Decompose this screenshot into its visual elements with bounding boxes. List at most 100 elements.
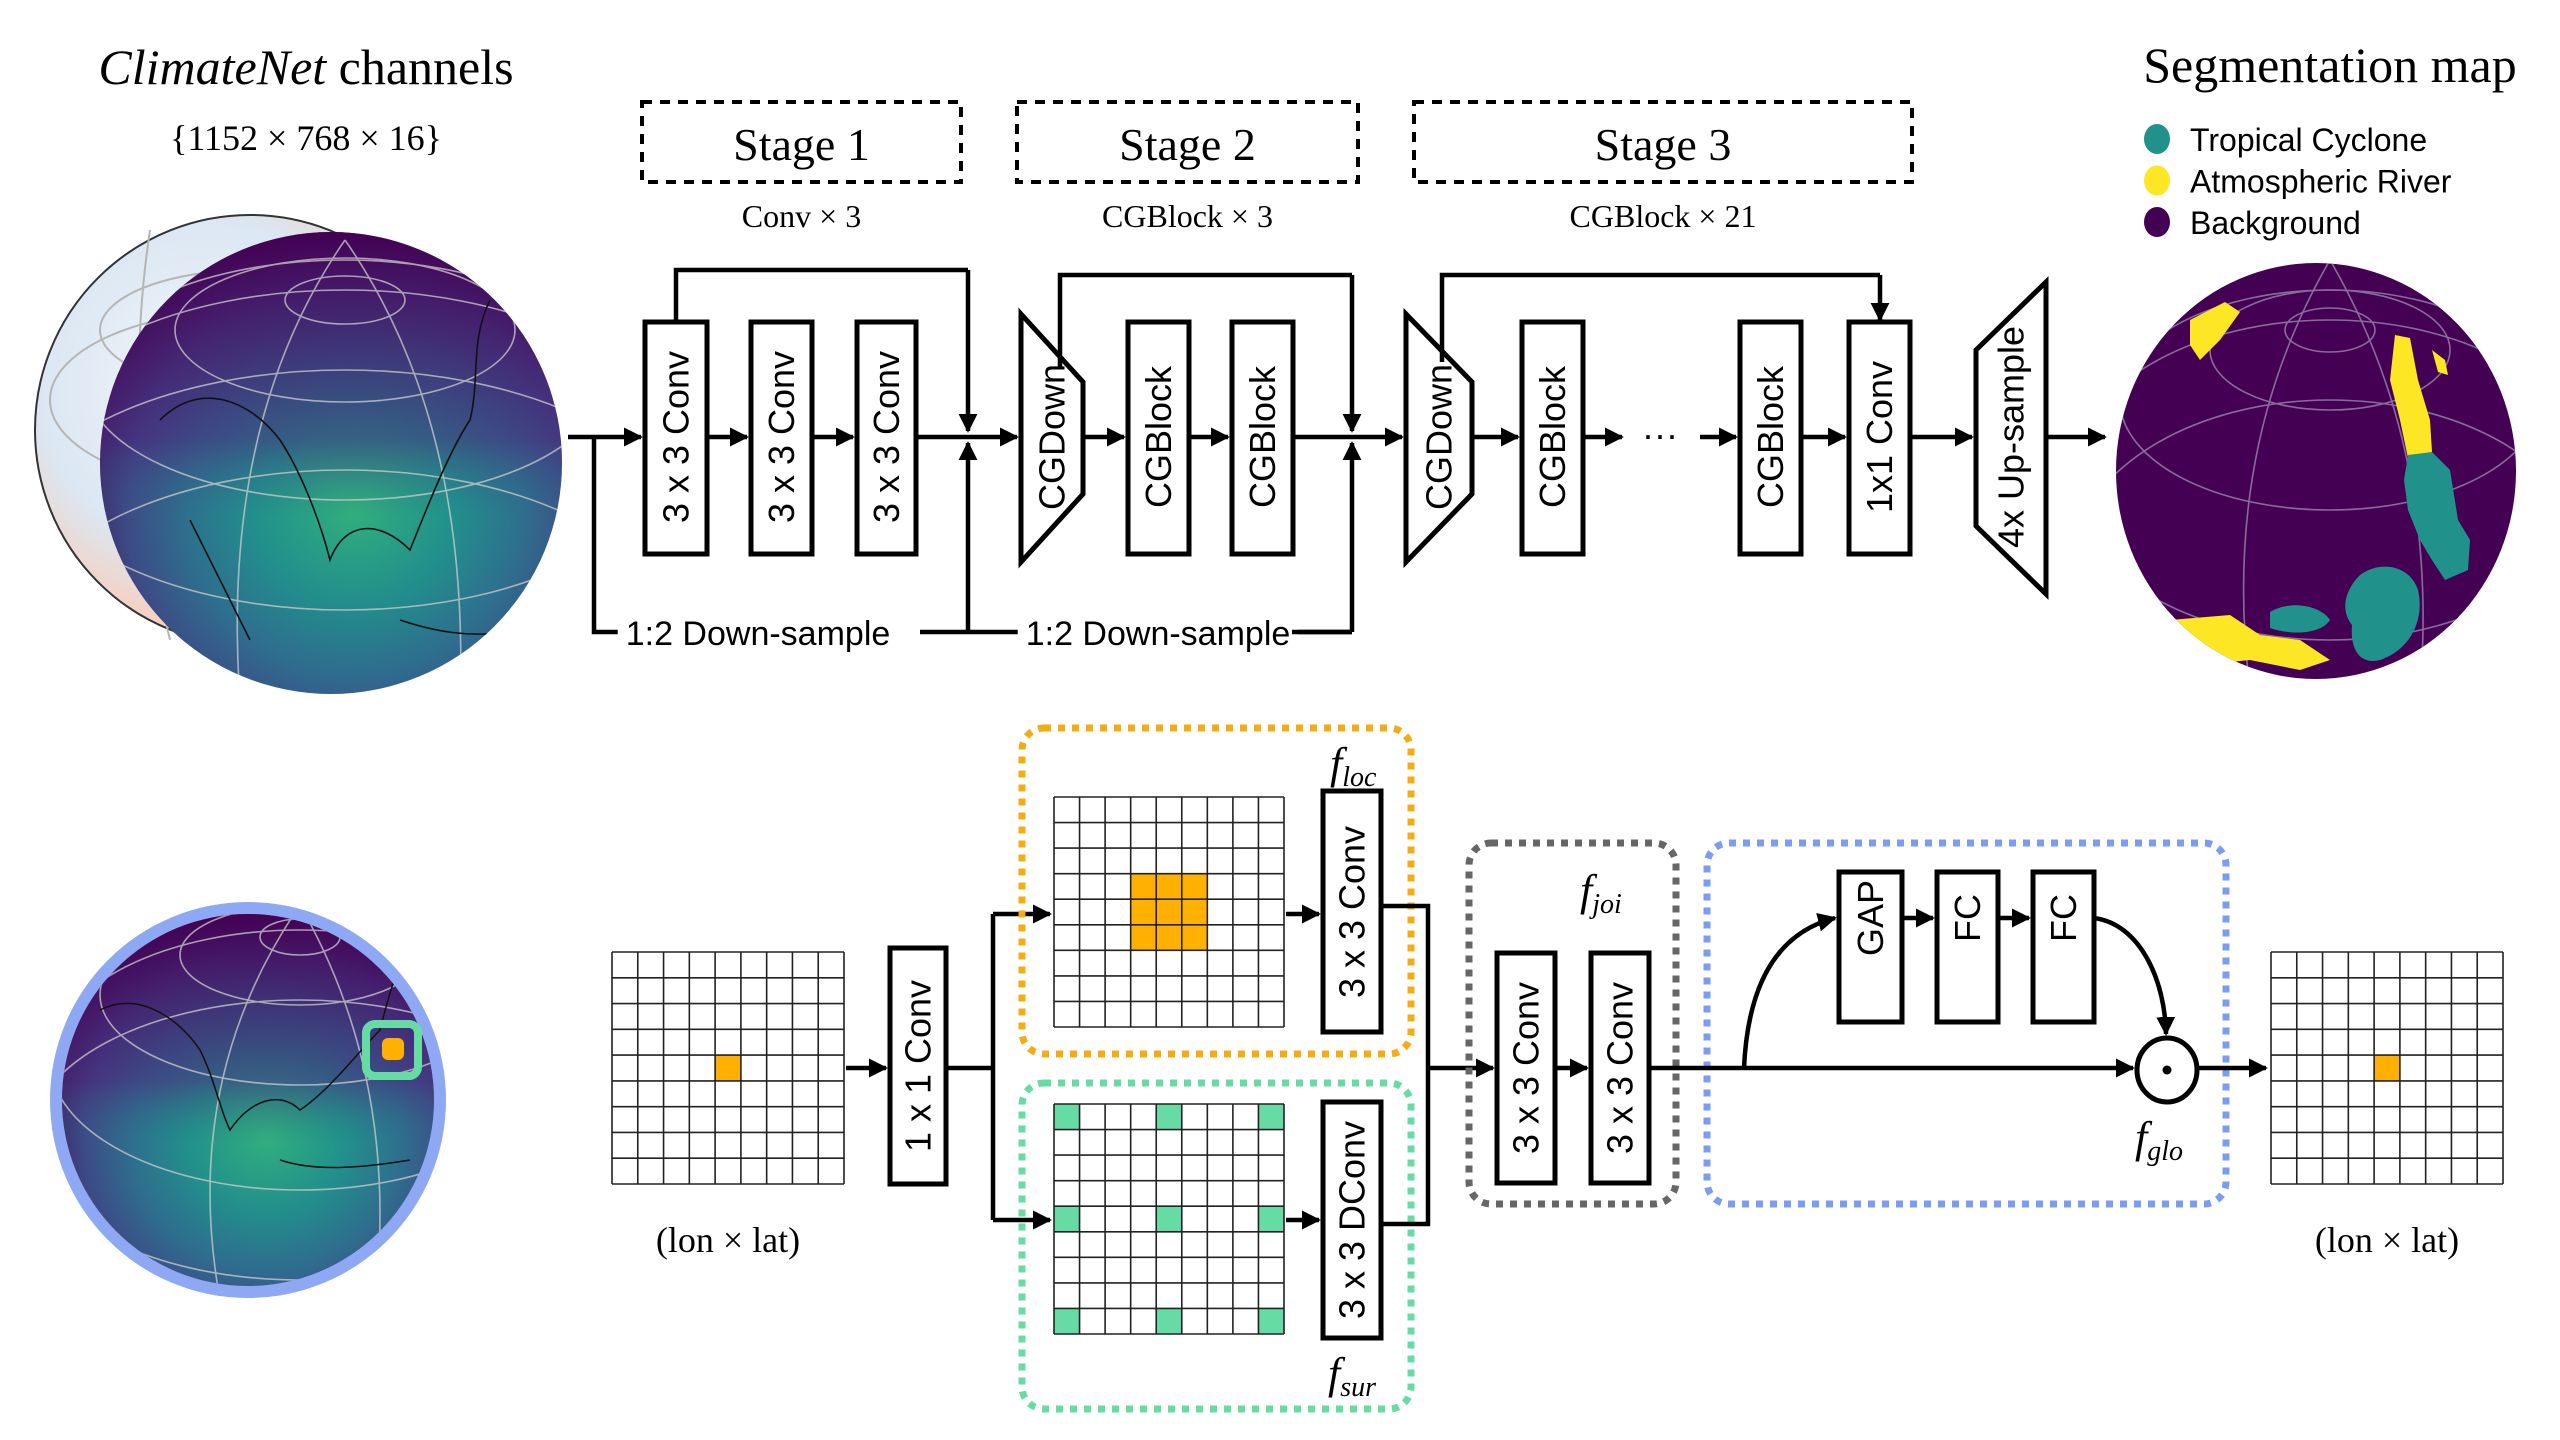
4x-up-sample-block-label: 4x Up-sample <box>1991 326 2032 548</box>
center-pixel-marker <box>382 1038 404 1060</box>
highlighted-cell <box>1156 1308 1182 1334</box>
highlighted-cell <box>1258 1206 1284 1232</box>
cgdown-block <box>1018 307 1086 569</box>
gap-label: GAP <box>1850 880 1891 956</box>
3-x-3-conv-block-label: 3 x 3 Conv <box>761 351 802 523</box>
highlighted-cell <box>1156 1104 1182 1130</box>
input-feature-grid <box>611 951 845 1185</box>
highlighted-cell <box>1130 899 1157 925</box>
stage-box-1 <box>640 100 963 184</box>
label-background <box>1017 615 1299 653</box>
f-loc-label: floc <box>1330 739 1377 793</box>
cgdown-block-label: CGDown <box>1032 364 1073 510</box>
joi-conv-label: 3 x 3 Conv <box>1600 982 1641 1154</box>
cgblock-block-label: CGBlock <box>1532 365 1573 508</box>
tropical-cyclone-region <box>2404 452 2470 580</box>
gap-branch-arrow <box>1741 913 1837 1069</box>
segmentation-globe <box>2116 263 2516 679</box>
output-title: Segmentation map <box>2143 37 2517 93</box>
highlighted-cell <box>1156 1206 1182 1232</box>
1x1-conv-block-label: 1x1 Conv <box>1859 361 1900 513</box>
highlighted-cell <box>1181 873 1208 900</box>
f-loc-box <box>1018 724 1415 1058</box>
product-dot <box>2162 1065 2172 1075</box>
3-x-3-conv-block <box>748 319 815 557</box>
joi-conv-block-2 <box>1588 950 1652 1186</box>
tropical-cyclone-region <box>2345 566 2420 661</box>
3-x-3-conv-block-label: 3 x 3 Conv <box>656 351 697 523</box>
downsample-label-1: 1:2 Down-sample <box>626 615 891 653</box>
stage-label-2: Stage 2 <box>1119 119 1256 170</box>
input-dims: {1152 × 768 × 16} <box>170 118 442 158</box>
ellipsis: ··· <box>1642 414 1678 455</box>
fc-label: FC <box>2043 894 2084 942</box>
atmospheric-river-region <box>2390 335 2432 458</box>
3-x-3-conv-block <box>642 319 710 557</box>
stage-box-2 <box>1015 100 1360 184</box>
fc-label: FC <box>1947 894 1988 942</box>
input-grid-label: (lon × lat) <box>656 1220 800 1260</box>
connector-line <box>1439 272 1880 362</box>
stage-label-3: Stage 3 <box>1595 119 1732 170</box>
highlighted-cell <box>1258 1308 1284 1334</box>
4x-up-sample-block <box>1973 276 2049 600</box>
output-feature-grid <box>2270 951 2504 1185</box>
stage-label-1: Stage 1 <box>733 119 870 170</box>
loc-conv-label: 3 x 3 Conv <box>1332 826 1373 998</box>
f-joi-label: fjoi <box>1580 866 1622 920</box>
f-glo-label: fglo <box>2135 1113 2183 1167</box>
cgblock-detail: (lon × lat) 1 x 1 Conv 3 x 3 Conv floc 3 x 3… <box>611 724 2504 1413</box>
input-globe-stack <box>34 214 562 694</box>
stage-box-3 <box>1412 100 1914 184</box>
legend-swatch-tropical-cyclone <box>2144 124 2170 154</box>
stage-headers: Stage 1 Conv × 3 Stage 2 CGBlock × 3 Stage 3… <box>640 100 1914 234</box>
highlighted-cell <box>1130 924 1157 951</box>
3-x-3-conv-block <box>854 319 919 557</box>
highlighted-cell <box>1181 899 1208 925</box>
conv1x1-label: 1 x 1 Conv <box>898 980 939 1152</box>
atmospheric-river-region <box>2190 302 2240 360</box>
highlight-globe <box>50 902 446 1298</box>
f-sur-label: fsur <box>1328 1349 1376 1403</box>
cgblock-block-label: CGBlock <box>1750 365 1791 508</box>
highlighted-cell <box>1156 899 1182 925</box>
downsample-label-2: 1:2 Down-sample <box>1026 615 1291 653</box>
output-grid-label: (lon × lat) <box>2315 1220 2459 1260</box>
stage-sub-1: Conv × 3 <box>742 198 861 234</box>
highlighted-cell <box>1181 924 1208 951</box>
sur-dconv-block <box>1320 1099 1384 1341</box>
connector-line <box>1381 903 1431 1227</box>
loc-conv-block <box>1320 788 1384 1035</box>
connector-line <box>673 267 968 322</box>
region-highlight-box <box>362 1020 422 1080</box>
tropical-cyclone-region <box>2270 605 2330 633</box>
cgblock-block-label: CGBlock <box>1242 365 1283 508</box>
sur-feature-grid <box>1053 1103 1285 1335</box>
cgblock-block <box>1229 319 1296 557</box>
cgblock-block-label: CGBlock <box>1138 365 1179 508</box>
stage-sub-3: CGBlock × 21 <box>1570 198 1757 234</box>
legend-swatch-background <box>2144 207 2170 237</box>
highlighted-cell <box>715 1055 741 1081</box>
legend-label: Tropical Cyclone <box>2190 122 2427 158</box>
joi-conv-label: 3 x 3 Conv <box>1506 982 1547 1154</box>
highlighted-cell <box>2374 1055 2400 1081</box>
highlighted-cell <box>1156 873 1182 900</box>
stage-sub-2: CGBlock × 3 <box>1102 198 1273 234</box>
connector-line <box>591 437 640 635</box>
1x1-conv-block <box>1846 319 1913 557</box>
label-background <box>617 615 899 653</box>
connector-line <box>1057 272 1352 368</box>
fc-block-2 <box>1934 869 2001 1025</box>
gap-block-1 <box>1836 869 1905 1025</box>
cgdown-block <box>1403 307 1475 569</box>
fc-to-product-arrow <box>2093 915 2176 1036</box>
water-vapor-globe-overlay <box>100 232 562 694</box>
sur-dconv-label: 3 x 3 DConv <box>1332 1121 1373 1319</box>
loc-feature-grid <box>1053 796 1285 1028</box>
highlighted-cell <box>1054 1104 1080 1130</box>
highlighted-cell <box>1054 1206 1080 1232</box>
legend-label: Atmospheric River <box>2190 164 2452 200</box>
f-sur-box <box>1018 1079 1415 1413</box>
